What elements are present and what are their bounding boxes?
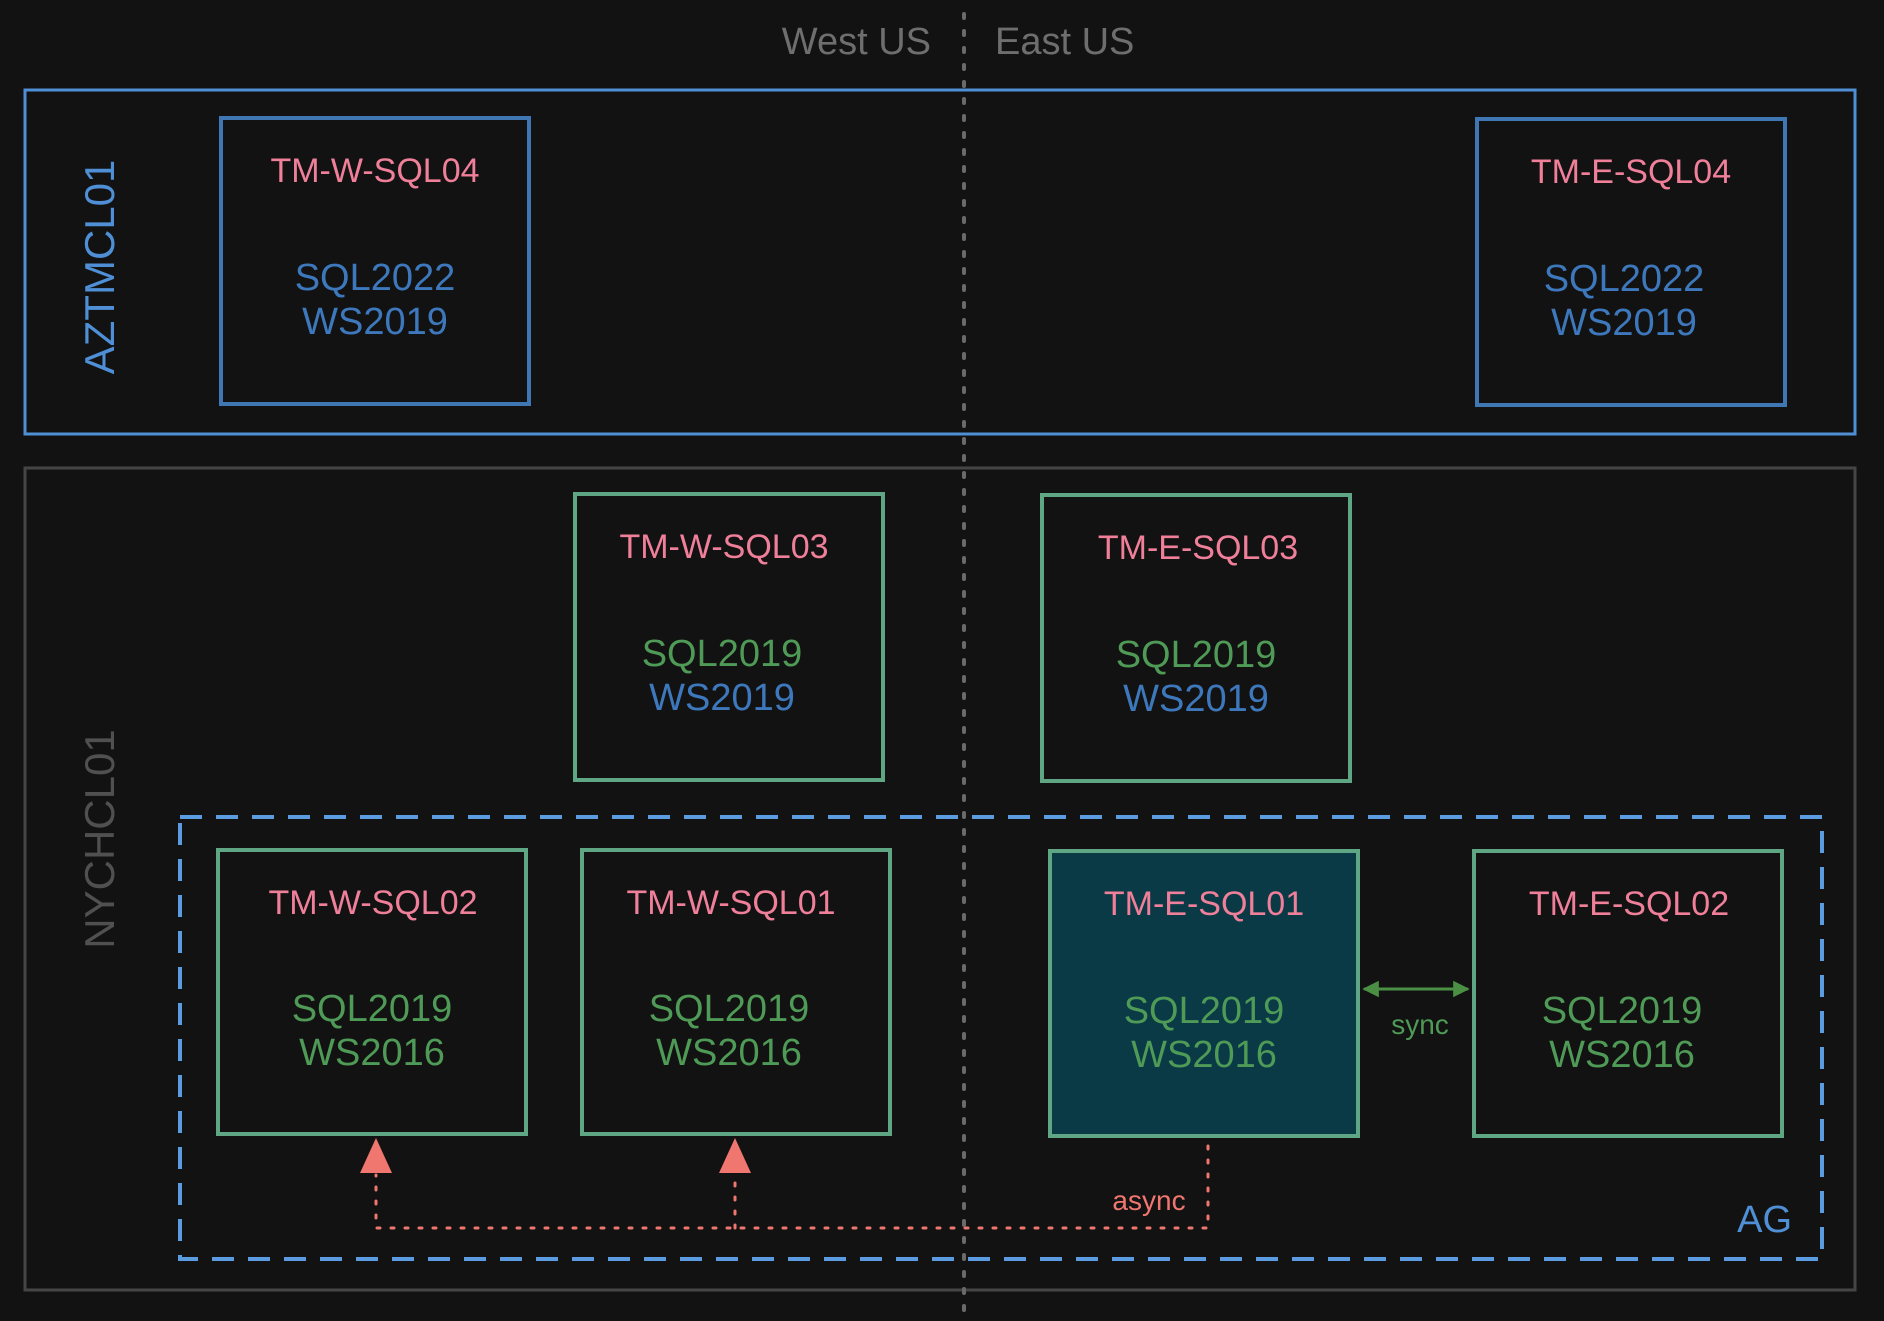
async-arrowhead-w-sql01 bbox=[719, 1138, 751, 1173]
region-label-east: East US bbox=[995, 21, 1134, 63]
node-tm-e-sql01[interactable]: TM-E-SQL01 SQL2019 WS2016 bbox=[1048, 849, 1360, 1138]
availability-group-label: AG bbox=[1737, 1199, 1792, 1241]
async-replication-connector bbox=[360, 1138, 1210, 1230]
node-os-version: WS2016 bbox=[1131, 1034, 1277, 1076]
node-sql-version: SQL2022 bbox=[295, 257, 456, 299]
cluster-label-nychcl01: NYCHCL01 bbox=[76, 729, 123, 948]
region-label-west: West US bbox=[782, 21, 931, 63]
node-sql-version: SQL2019 bbox=[1124, 990, 1285, 1032]
node-tm-w-sql01[interactable]: TM-W-SQL01 SQL2019 WS2016 bbox=[580, 848, 892, 1136]
node-os-version: WS2016 bbox=[656, 1032, 802, 1074]
node-sql-version: SQL2019 bbox=[1116, 634, 1277, 676]
cluster-label-aztmcl01: AZTMCL01 bbox=[76, 160, 123, 375]
async-arrowhead-w-sql02 bbox=[360, 1138, 392, 1173]
node-os-version: WS2016 bbox=[1549, 1034, 1695, 1076]
node-sql-version: SQL2019 bbox=[292, 988, 453, 1030]
node-tm-w-sql04[interactable]: TM-W-SQL04 SQL2022 WS2019 bbox=[219, 116, 531, 406]
node-tm-e-sql02[interactable]: TM-E-SQL02 SQL2019 WS2016 bbox=[1472, 849, 1784, 1138]
node-os-version: WS2019 bbox=[302, 301, 448, 343]
node-name: TM-W-SQL01 bbox=[626, 884, 835, 922]
node-tm-e-sql03[interactable]: TM-E-SQL03 SQL2019 WS2019 bbox=[1040, 493, 1352, 783]
async-label: async bbox=[1112, 1185, 1185, 1216]
node-sql-version: SQL2019 bbox=[649, 988, 810, 1030]
node-os-version: WS2019 bbox=[1123, 678, 1269, 720]
sync-label: sync bbox=[1391, 1009, 1449, 1040]
cluster-box-nychcl01 bbox=[23, 466, 1857, 1292]
node-name: TM-W-SQL03 bbox=[619, 528, 828, 566]
node-tm-w-sql02[interactable]: TM-W-SQL02 SQL2019 WS2016 bbox=[216, 848, 528, 1136]
node-name: TM-E-SQL01 bbox=[1104, 885, 1304, 923]
node-sql-version: SQL2022 bbox=[1544, 258, 1705, 300]
node-os-version: WS2016 bbox=[299, 1032, 445, 1074]
node-name: TM-E-SQL03 bbox=[1098, 529, 1298, 567]
node-sql-version: SQL2019 bbox=[1542, 990, 1703, 1032]
cluster-box-aztmcl01 bbox=[23, 88, 1857, 436]
node-name: TM-W-SQL04 bbox=[270, 152, 479, 190]
node-name: TM-E-SQL02 bbox=[1529, 885, 1729, 923]
node-os-version: WS2019 bbox=[649, 677, 795, 719]
node-tm-w-sql03[interactable]: TM-W-SQL03 SQL2019 WS2019 bbox=[573, 492, 885, 782]
node-tm-e-sql04[interactable]: TM-E-SQL04 SQL2022 WS2019 bbox=[1475, 117, 1787, 407]
node-name: TM-E-SQL04 bbox=[1531, 153, 1731, 191]
node-name: TM-W-SQL02 bbox=[268, 884, 477, 922]
node-sql-version: SQL2019 bbox=[642, 633, 803, 675]
node-os-version: WS2019 bbox=[1551, 302, 1697, 344]
